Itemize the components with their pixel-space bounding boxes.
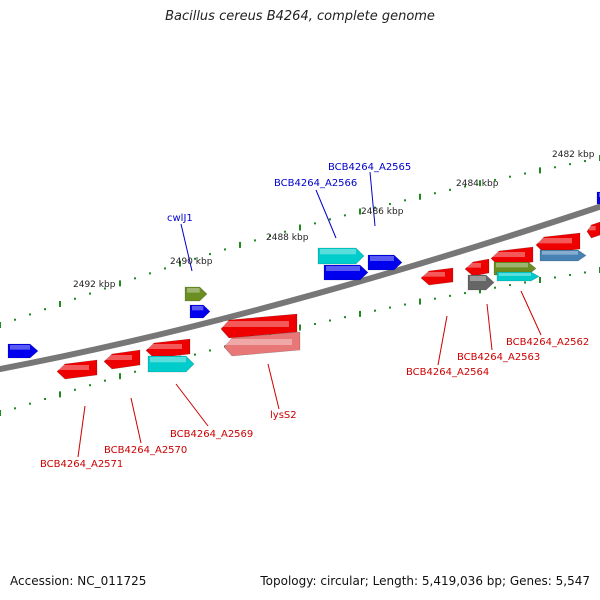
gene-a2562-red-shine <box>493 252 525 257</box>
leader-a2562 <box>520 290 542 336</box>
gene-a2563-red-shine <box>467 263 481 268</box>
genome-title: Bacillus cereus B4264, complete genome <box>165 9 435 24</box>
gene-a2562-cyan-shine <box>499 273 531 276</box>
gene-a2562-cyan-body <box>496 271 540 282</box>
gene-lyss2-pink-body <box>223 331 301 357</box>
gene-a2570-shine <box>106 355 132 360</box>
gene-lyss2-pink-shine <box>226 339 292 345</box>
gene-a2569-cyan-shine <box>150 357 186 363</box>
leader-a2569 <box>175 383 209 427</box>
gene-a2565-shine <box>370 256 394 261</box>
gene-a2569-cyan <box>147 355 195 373</box>
gene-blue-small-body <box>189 304 211 319</box>
gene-label-cwlj1[interactable]: cwlJ1 <box>167 213 193 224</box>
gene-label-a2571[interactable]: BCB4264_A2571 <box>40 459 123 470</box>
gene-label-a2570[interactable]: BCB4264_A2570 <box>104 445 187 456</box>
leader-a2565 <box>369 171 376 227</box>
gene-label-a2562[interactable]: BCB4264_A2562 <box>506 337 589 348</box>
gene-a2562-steel <box>539 249 587 262</box>
gene-label-a2566[interactable]: BCB4264_A2566 <box>274 178 357 189</box>
genome-backbone <box>0 203 600 373</box>
gene-a2570 <box>103 349 141 370</box>
leader-a2563 <box>486 303 493 351</box>
gene-a2571-shine <box>59 365 89 370</box>
gene-a2564-shine <box>423 272 445 277</box>
gene-a2566-cyan-shine <box>320 249 356 255</box>
gene-cwlj1-body <box>184 286 208 302</box>
gene-cwlj1 <box>184 286 208 302</box>
gene-label-lyss2[interactable]: lysS2 <box>270 410 297 421</box>
gene-a2566-cyan <box>317 247 365 265</box>
leader-a2570 <box>130 397 142 444</box>
gene-a2566-body <box>323 264 369 281</box>
gene-red-edge <box>586 221 600 239</box>
gene-a2566-shine <box>326 266 360 271</box>
gene-features <box>7 191 600 380</box>
gene-a2569-shine <box>148 344 182 349</box>
gene-a2569-cyan-body <box>147 355 195 373</box>
kbp-label-2490: 2490 kbp <box>170 257 213 267</box>
gene-a2569 <box>145 338 191 359</box>
kbp-label-2484: 2484 kbp <box>456 179 499 189</box>
kbp-label-2488: 2488 kbp <box>266 233 309 243</box>
gene-label-a2564[interactable]: BCB4264_A2564 <box>406 367 489 378</box>
gene-lyss2-body <box>220 313 298 339</box>
leader-a2571 <box>77 405 86 458</box>
gene-a2564 <box>420 267 454 286</box>
gene-label-a2569[interactable]: BCB4264_A2569 <box>170 429 253 440</box>
kbp-label-2486: 2486 kbp <box>361 207 404 217</box>
gene-lyss2-shine <box>223 321 289 327</box>
gene-a2565-body <box>367 254 403 271</box>
kbp-label-2482: 2482 kbp <box>552 150 595 160</box>
leader-a2564 <box>437 315 448 366</box>
gene-lyss2 <box>220 313 298 339</box>
gene-blue-left <box>7 343 39 359</box>
gene-a2561-body <box>535 232 581 254</box>
gene-a2561 <box>535 232 581 254</box>
gene-a2566-cyan-body <box>317 247 365 265</box>
gene-a2562-olive-body <box>493 261 537 276</box>
gene-red-edge-body <box>586 221 600 239</box>
gene-a2563-shine <box>470 276 486 281</box>
gene-a2562-olive <box>493 261 537 276</box>
gene-a2563 <box>467 274 495 291</box>
genome-summary-text: Topology: circular; Length: 5,419,036 bp… <box>260 574 590 588</box>
leader-a2566 <box>315 189 337 239</box>
gene-a2562-steel-shine <box>542 251 578 255</box>
gene-a2564-body <box>420 267 454 286</box>
gene-a2566 <box>323 264 369 281</box>
kbp-label-2492: 2492 kbp <box>73 280 116 290</box>
gene-a2569-body <box>145 338 191 359</box>
gene-a2571 <box>56 359 98 380</box>
gene-a2561-shine <box>538 238 572 244</box>
gene-a2563-red <box>464 258 490 277</box>
gene-a2563-red-body <box>464 258 490 277</box>
gene-label-a2565[interactable]: BCB4264_A2565 <box>328 162 411 173</box>
gene-a2570-body <box>103 349 141 370</box>
gene-label-a2563[interactable]: BCB4264_A2563 <box>457 352 540 363</box>
gene-a2565 <box>367 254 403 271</box>
gene-a2563-body <box>467 274 495 291</box>
label-leader-lines <box>77 171 542 458</box>
gene-red-edge-shine <box>589 226 596 231</box>
gene-blue-left-body <box>7 343 39 359</box>
gene-blue-small <box>189 304 211 319</box>
gene-blue-left-shine <box>10 345 30 350</box>
gene-a2571-body <box>56 359 98 380</box>
gene-a2562-steel-body <box>539 249 587 262</box>
gene-blue-small-shine <box>192 306 204 311</box>
gene-blue-edge-body <box>596 191 600 205</box>
accession-text: Accession: NC_011725 <box>10 574 147 588</box>
gene-a2562-olive-shine <box>496 263 528 268</box>
gene-lyss2-pink <box>223 331 301 357</box>
leader-cwlj1 <box>180 223 193 272</box>
gene-cwlj1-shine <box>187 288 200 293</box>
leader-lyss2 <box>267 363 280 410</box>
gene-a2562-cyan <box>496 271 540 282</box>
